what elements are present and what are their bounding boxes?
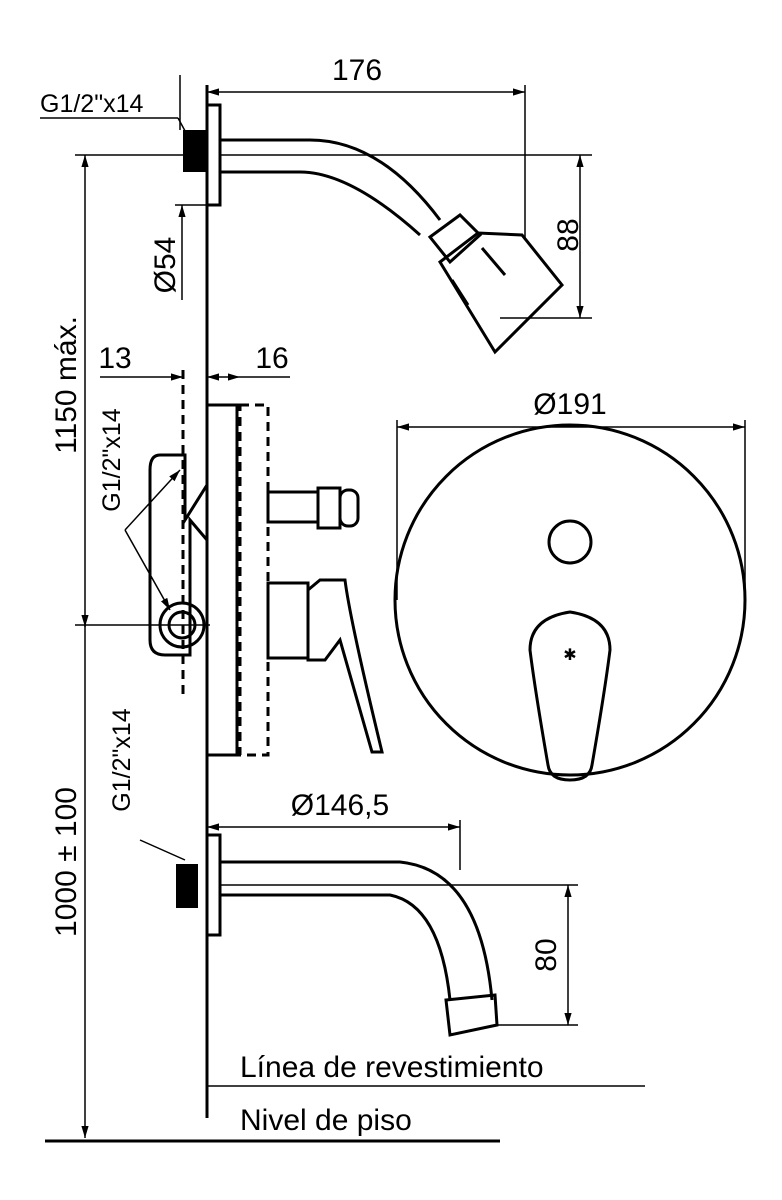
mixer-plate-front-view: ✱ (393, 423, 747, 782)
thread-leader (139, 839, 186, 861)
head-height-label: 88 (552, 218, 585, 251)
plate-diameter-label: Ø191 (533, 388, 606, 421)
spout-height-label: 80 (530, 938, 563, 971)
depth-front-label: 16 (255, 342, 288, 375)
depth-back-label: 13 (98, 342, 131, 375)
mixer-height-label: 1000 ± 100 (50, 787, 83, 937)
flange-diameter-label: Ø54 (149, 237, 182, 294)
shower-arm (183, 103, 565, 355)
arm-length-label: 176 (332, 54, 382, 87)
thread-leader (124, 469, 181, 531)
brand-logo-icon: ✱ (563, 647, 576, 664)
mixer-body (148, 370, 384, 757)
thread-mixer-label: G1/2"x14 (98, 408, 126, 511)
shower-height-label: 1150 máx. (50, 316, 83, 454)
spout-length-label: Ø146,5 (291, 789, 389, 822)
thread-leader (177, 117, 191, 141)
thread-top-label: G1/2"x14 (40, 90, 143, 118)
floor-level-label: Nivel de piso (240, 1104, 412, 1137)
wall-line-label: Línea de revestimiento (240, 1051, 544, 1084)
thread-leader (124, 529, 171, 611)
thread-spout-label: G1/2"x14 (108, 708, 136, 811)
spout (176, 833, 499, 1037)
